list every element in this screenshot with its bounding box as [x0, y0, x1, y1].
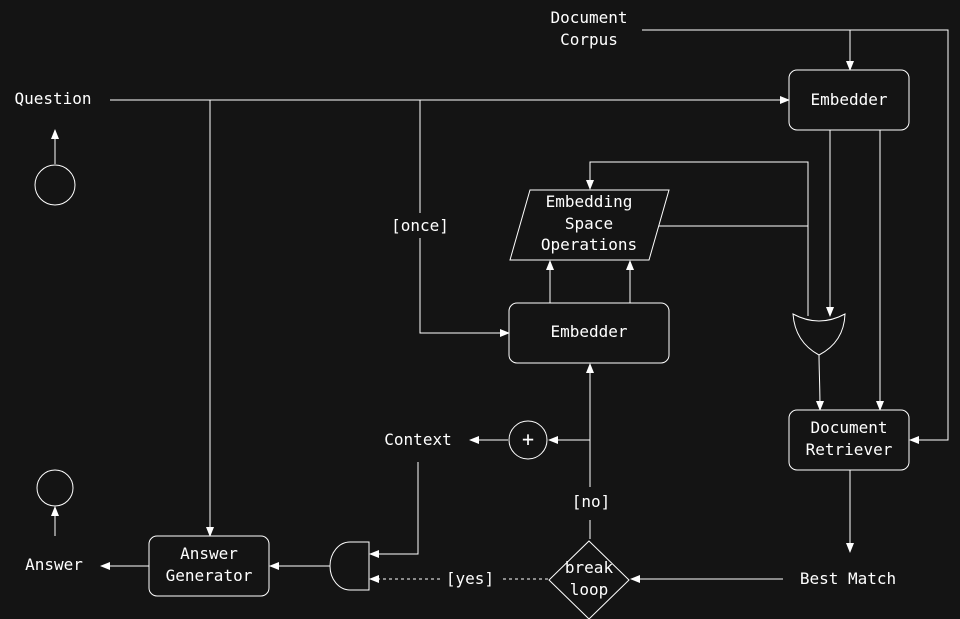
document-corpus-label-2: Corpus — [560, 30, 618, 49]
answer-label: Answer — [25, 555, 83, 574]
answer-generator-label-1: Answer — [180, 544, 238, 563]
embedder-top-box[interactable] — [788, 69, 910, 131]
break-loop-decision[interactable] — [548, 540, 630, 619]
start-node-icon — [34, 164, 76, 206]
edge-label-no: [no] — [572, 492, 611, 511]
embedding-space-box[interactable] — [509, 189, 670, 261]
edge-corpus-retriever — [850, 29, 949, 444]
answer-generator-box[interactable] — [148, 535, 270, 597]
document-corpus-label-1: Document — [550, 8, 627, 27]
break-loop-label-2: loop — [570, 580, 609, 599]
end-node-icon — [36, 469, 74, 507]
break-loop-label-1: break — [565, 558, 614, 577]
embedding-space-label-1: Embedding — [546, 192, 633, 211]
plus-node[interactable] — [508, 420, 548, 460]
context-label: Context — [384, 430, 451, 449]
question-label: Question — [14, 89, 91, 108]
embedder-top-label: Embedder — [810, 90, 887, 109]
and-gate-icon[interactable] — [329, 541, 370, 591]
edge-or-retriever — [815, 353, 824, 411]
answer-generator-label-2: Generator — [166, 566, 253, 585]
edge-context-and — [369, 462, 419, 558]
edge-label-yes: [yes] — [446, 569, 494, 588]
plus-label: + — [522, 427, 534, 451]
edge-label-once: [once] — [391, 216, 449, 235]
embedding-space-label-3: Operations — [541, 235, 637, 254]
edge-once-embedder — [419, 238, 510, 337]
edge-loop-embedding-space — [586, 161, 809, 316]
document-retriever-label-2: Retriever — [806, 440, 893, 459]
document-retriever-label-1: Document — [810, 418, 887, 437]
embedding-space-label-2: Space — [565, 214, 613, 233]
embedder-mid-box[interactable] — [508, 302, 670, 364]
document-retriever-box[interactable] — [788, 409, 910, 471]
edges — [51, 29, 949, 583]
or-gate-icon[interactable] — [792, 313, 846, 356]
embedder-mid-label: Embedder — [550, 322, 627, 341]
edge-corpus-embedder — [642, 29, 854, 71]
best-match-label: Best Match — [800, 569, 896, 588]
